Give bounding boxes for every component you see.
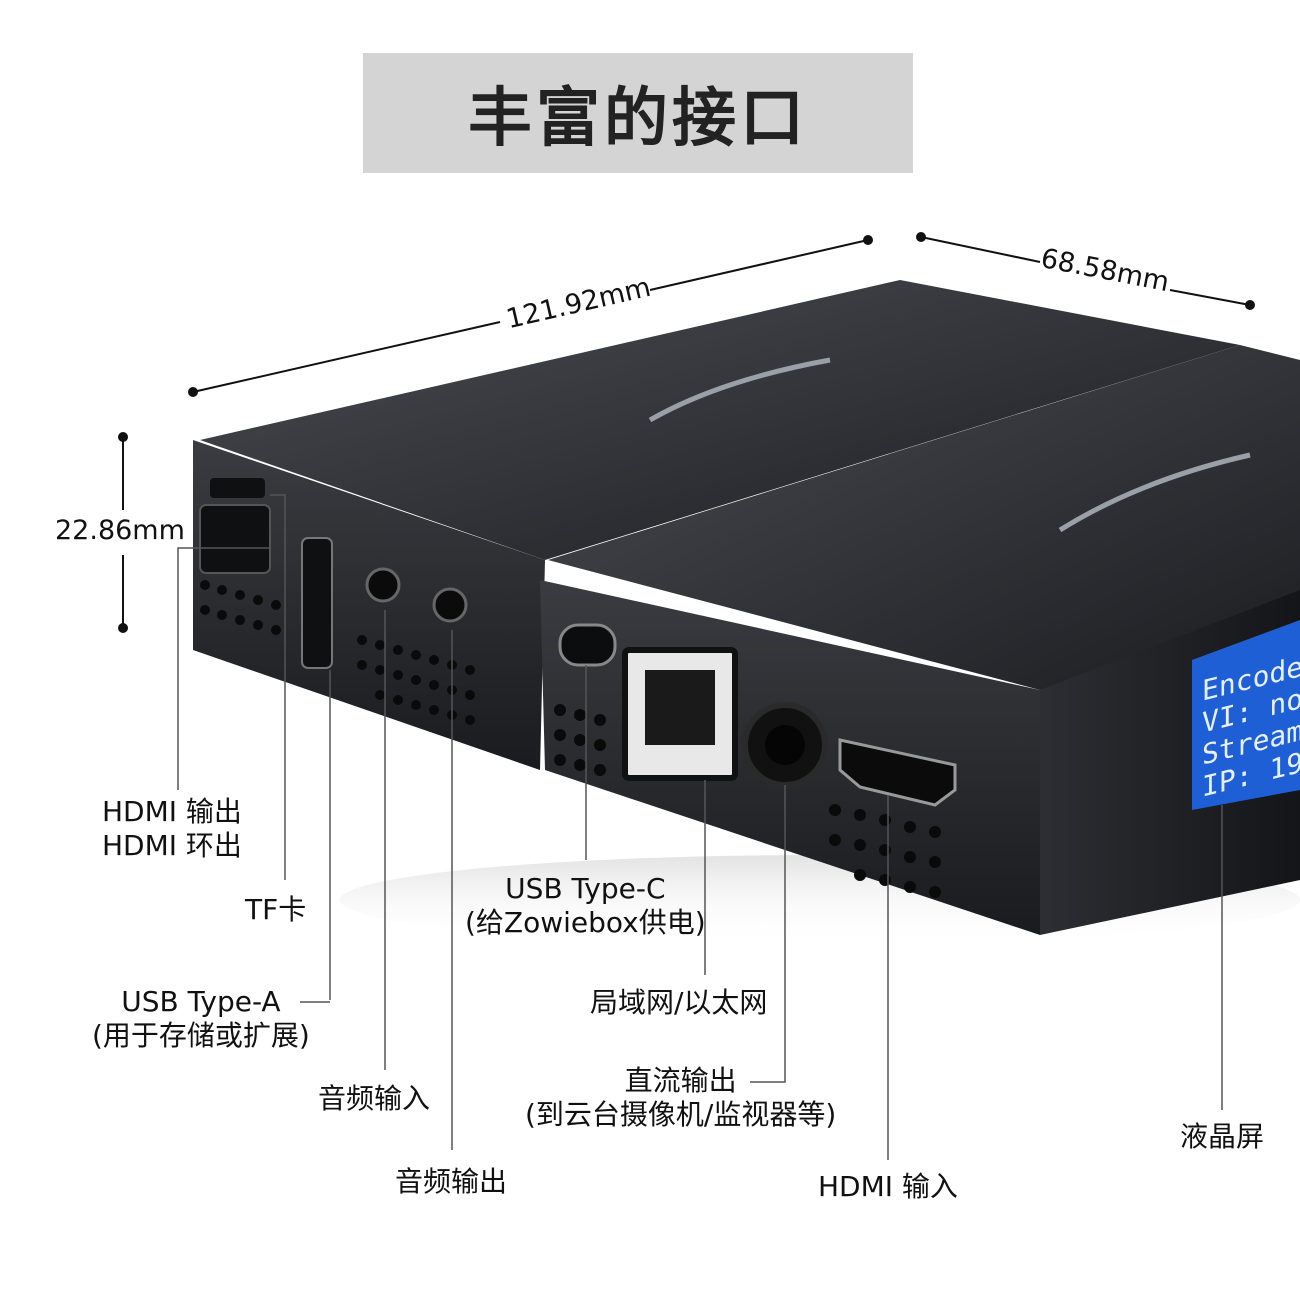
page-title: 丰富的接口 <box>468 82 808 156</box>
callout-lines <box>177 494 1223 1160</box>
label-dc-out: 直流输出 (到云台摄像机/监视器等) <box>525 1064 837 1131</box>
label-hdmi-in: HDMI 输入 <box>818 1170 958 1203</box>
audio-in-jack <box>365 567 401 603</box>
lcd-screen-text: Encoder VI: non Stream: IP: 192 <box>1192 630 1300 810</box>
label-usb-a: USB Type-A (用于存储或扩展) <box>92 985 310 1052</box>
brand-logo-front <box>1058 452 1251 533</box>
height-dimension: 22.86mm <box>55 515 185 546</box>
label-tf-card: TF卡 <box>245 893 307 926</box>
usb-c-port <box>558 623 617 667</box>
hdmi-out-port <box>199 504 271 574</box>
label-lan: 局域网/以太网 <box>590 986 768 1019</box>
title-background <box>363 53 913 173</box>
label-audio-out: 音频输出 <box>395 1165 508 1198</box>
device-unit-back <box>193 280 1240 770</box>
tf-slot <box>210 478 265 498</box>
label-audio-in: 音频输入 <box>318 1082 431 1115</box>
hdmi-in-port <box>838 738 957 807</box>
lcd-panel <box>1192 620 1300 810</box>
dimension-lines <box>118 232 1255 633</box>
brand-logo-back <box>648 357 831 423</box>
label-lcd: 液晶屏 <box>1180 1120 1265 1153</box>
device-unit-front <box>540 345 1300 935</box>
label-hdmi-out: HDMI 输出 HDMI 环出 <box>102 795 242 862</box>
label-usb-c: USB Type-C (给Zowiebox供电) <box>465 872 706 939</box>
audio-out-jack <box>432 587 468 623</box>
usb-a-port <box>301 537 333 669</box>
